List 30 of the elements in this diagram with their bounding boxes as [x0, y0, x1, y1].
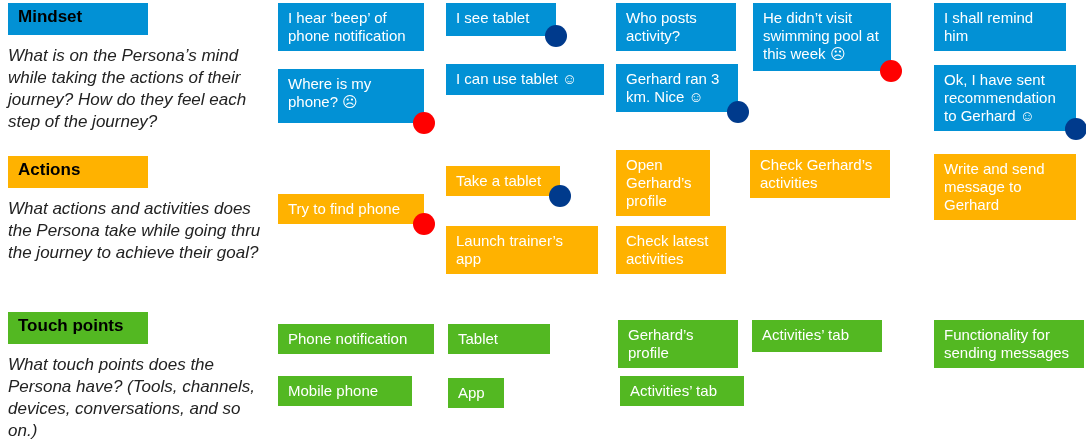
sticky-note: Phone notification: [278, 324, 434, 354]
sticky-note: Open Gerhard’s profile: [616, 150, 710, 216]
sticky-note: Gerhard ran 3 km. Nice ☺: [616, 64, 738, 112]
sticky-note: Write and send message to Gerhard: [934, 154, 1076, 220]
sticky-note: I hear ‘beep’ of phone notification: [278, 3, 424, 51]
sticky-note: Tablet: [448, 324, 550, 354]
sticky-note: Activities’ tab: [752, 320, 882, 352]
sticky-note: He didn’t visit swimming pool at this week ☹: [753, 3, 891, 71]
sticky-note: Mobile phone: [278, 376, 412, 406]
sticky-note: Try to find phone: [278, 194, 424, 224]
sticky-note: Who posts activity?: [616, 3, 736, 51]
row-header: Actions: [8, 156, 148, 188]
row-header: Touch points: [8, 312, 148, 344]
sticky-note: Where is my phone? ☹: [278, 69, 424, 123]
description-text: What touch points does the Persona have? (Tools, channels, devices, conversations, and so on.): [8, 354, 256, 442]
sticky-note: Gerhard’s profile: [618, 320, 738, 368]
sticky-note: Ok, I have sent recommendation to Gerhard ☺: [934, 65, 1076, 131]
description-text: What actions and activities does the Persona take while going thru the journey to achieve their goal?: [8, 198, 262, 264]
sticky-note: Take a tablet: [446, 166, 560, 196]
sticky-note: Launch trainer’s app: [446, 226, 598, 274]
sticky-note: I see tablet: [446, 3, 556, 36]
sticky-note: I shall remind him: [934, 3, 1066, 51]
sticky-note: Check Gerhard’s activities: [750, 150, 890, 198]
sticky-note: I can use tablet ☺: [446, 64, 604, 95]
sticky-note: App: [448, 378, 504, 408]
description-text: What is on the Persona’s mind while taking the actions of their journey? How do they feel each step of the journey?: [8, 45, 248, 133]
sticky-note: Functionality for sending messages: [934, 320, 1084, 368]
sticky-note: Activities’ tab: [620, 376, 744, 406]
sticky-note: Check latest activities: [616, 226, 726, 274]
row-header: Mindset: [8, 3, 148, 35]
